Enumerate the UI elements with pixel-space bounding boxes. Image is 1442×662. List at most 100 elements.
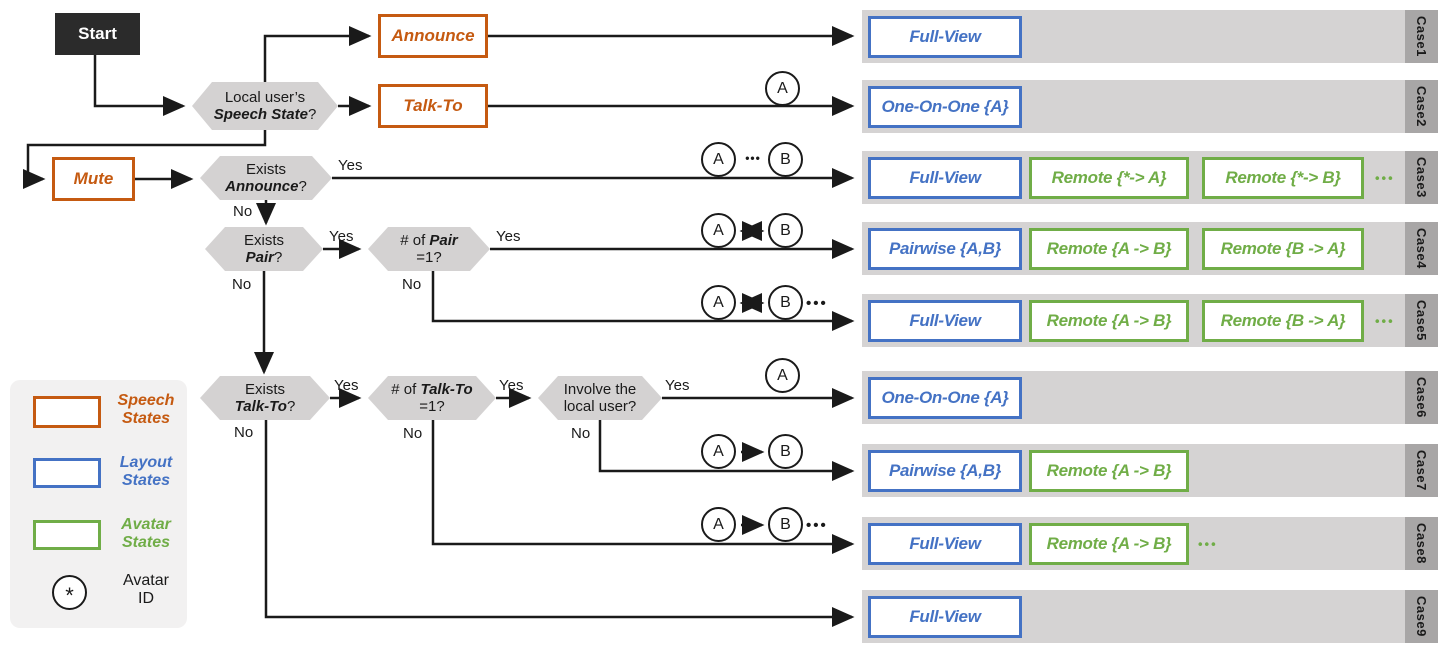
decision-text: Talk-To? bbox=[234, 398, 296, 415]
decision-exists-pair: Exists Pair? bbox=[205, 227, 323, 271]
avatar-states-swatch bbox=[33, 520, 101, 550]
case-9-body: Full-View bbox=[862, 590, 1405, 643]
layout-state-label: Pairwise {A,B} bbox=[888, 460, 1002, 480]
case-row-8: Full-View Remote {A -> B} ••• Case8 bbox=[862, 517, 1438, 570]
start-node: Start bbox=[55, 13, 140, 55]
edge-label-no: No bbox=[232, 276, 252, 293]
avatar-circle-b: B bbox=[768, 142, 803, 177]
case-tag-label: Case5 bbox=[1414, 300, 1429, 341]
avatar-circle-a: A bbox=[701, 434, 736, 469]
case-8-body: Full-View Remote {A -> B} ••• bbox=[862, 517, 1405, 570]
case-row-4: Pairwise {A,B} Remote {A -> B} Remote {B… bbox=[862, 222, 1438, 275]
remote-state-box: Remote {A -> B} bbox=[1029, 227, 1189, 270]
edge-label-no: No bbox=[403, 425, 423, 442]
layout-state-box: Full-View bbox=[868, 522, 1022, 565]
avatar-circle-a: A bbox=[701, 507, 736, 542]
more-avatars-ellipsis: ••• bbox=[806, 517, 828, 534]
decision-text: # of Pair bbox=[400, 231, 458, 249]
case-5-body: Full-View Remote {A -> B} Remote {B -> A… bbox=[862, 294, 1405, 347]
decision-text: Exists bbox=[245, 160, 286, 178]
case-tag-label: Case9 bbox=[1414, 596, 1429, 637]
edge-label-no: No bbox=[571, 425, 591, 442]
case-tag: Case4 bbox=[1405, 222, 1438, 275]
case-tag-label: Case6 bbox=[1414, 377, 1429, 418]
avatar-circle-b: B bbox=[768, 213, 803, 248]
layout-state-box: Pairwise {A,B} bbox=[868, 227, 1022, 270]
avatar-circle-a: A bbox=[701, 142, 736, 177]
avatar-circle-a: A bbox=[765, 358, 800, 393]
decision-num-pair: # of Pair =1? bbox=[368, 227, 490, 271]
more-avatars-ellipsis: ••• bbox=[806, 295, 828, 312]
avatar-circle-b: B bbox=[768, 434, 803, 469]
edge-label-yes: Yes bbox=[329, 228, 354, 245]
speech-state-announce: Announce bbox=[378, 14, 488, 58]
case-tag: Case5 bbox=[1405, 294, 1438, 347]
case-row-3: Full-View Remote {*-> A} Remote {*-> B} … bbox=[862, 151, 1438, 204]
case-tag-label: Case3 bbox=[1414, 157, 1429, 198]
remote-state-label: Remote {A -> B} bbox=[1046, 238, 1172, 258]
layout-state-label: Full-View bbox=[909, 167, 981, 187]
decision-text: =1? bbox=[416, 249, 442, 266]
case-tag: Case2 bbox=[1405, 80, 1438, 133]
decision-text: Pair? bbox=[245, 249, 283, 266]
case-row-5: Full-View Remote {A -> B} Remote {B -> A… bbox=[862, 294, 1438, 347]
case-tag: Case9 bbox=[1405, 590, 1438, 643]
case-row-9: Full-View Case9 bbox=[862, 590, 1438, 643]
decision-text: # of Talk-To bbox=[391, 380, 473, 398]
avatar-id-symbol: * bbox=[52, 575, 87, 610]
case-row-2: One-On-One {A} Case2 bbox=[862, 80, 1438, 133]
case-3-body: Full-View Remote {*-> A} Remote {*-> B} … bbox=[862, 151, 1405, 204]
layout-state-label: Full-View bbox=[909, 310, 981, 330]
layout-state-box: Pairwise {A,B} bbox=[868, 449, 1022, 492]
layout-state-box: Full-View bbox=[868, 15, 1022, 58]
decision-text: Speech State? bbox=[213, 106, 317, 123]
decision-speech-state: Local user’s Speech State? bbox=[192, 82, 338, 130]
layout-state-label: Full-View bbox=[909, 26, 981, 46]
decision-text: =1? bbox=[419, 398, 445, 415]
case-7-body: Pairwise {A,B} Remote {A -> B} bbox=[862, 444, 1405, 497]
layout-state-label: Full-View bbox=[909, 533, 981, 553]
decision-exists-talk-to: Exists Talk-To? bbox=[200, 376, 330, 420]
avatar-circle-a: A bbox=[701, 213, 736, 248]
layout-state-label: One-On-One {A} bbox=[881, 387, 1009, 407]
remote-state-label: Remote {B -> A} bbox=[1220, 310, 1346, 330]
decision-text: Exists bbox=[243, 231, 284, 249]
remote-state-label: Remote {*-> B} bbox=[1225, 167, 1341, 187]
layout-state-box: One-On-One {A} bbox=[868, 376, 1022, 419]
layout-state-label: One-On-One {A} bbox=[881, 96, 1009, 116]
case-4-body: Pairwise {A,B} Remote {A -> B} Remote {B… bbox=[862, 222, 1405, 275]
more-remotes-ellipsis: ••• bbox=[1198, 536, 1218, 551]
case-tag-label: Case8 bbox=[1414, 523, 1429, 564]
case-1-body: Full-View bbox=[862, 10, 1405, 63]
case-row-6: One-On-One {A} Case6 bbox=[862, 371, 1438, 424]
avatar-circle-a: A bbox=[701, 285, 736, 320]
decision-text: Involve the bbox=[563, 380, 637, 398]
case-tag-label: Case1 bbox=[1414, 16, 1429, 57]
avatar-circle-b: B bbox=[768, 507, 803, 542]
remote-state-label: Remote {A -> B} bbox=[1046, 533, 1172, 553]
decision-text: local user? bbox=[563, 398, 637, 415]
case-tag: Case8 bbox=[1405, 517, 1438, 570]
speech-states-swatch bbox=[33, 396, 101, 428]
case-6-body: One-On-One {A} bbox=[862, 371, 1405, 424]
case-tag-label: Case4 bbox=[1414, 228, 1429, 269]
remote-state-label: Remote {A -> B} bbox=[1046, 460, 1172, 480]
case-tag: Case6 bbox=[1405, 371, 1438, 424]
remote-state-box: Remote {A -> B} bbox=[1029, 522, 1189, 565]
edge-label-yes: Yes bbox=[496, 228, 521, 245]
more-remotes-ellipsis: ••• bbox=[1375, 313, 1395, 328]
speech-state-mute: Mute bbox=[52, 157, 135, 201]
remote-state-label: Remote {A -> B} bbox=[1046, 310, 1172, 330]
remote-state-label: Remote {*-> A} bbox=[1051, 167, 1167, 187]
remote-state-box: Remote {B -> A} bbox=[1202, 227, 1364, 270]
decision-involve-local-user: Involve the local user? bbox=[538, 376, 662, 420]
decision-text: Local user’s bbox=[224, 88, 306, 106]
case-tag: Case3 bbox=[1405, 151, 1438, 204]
layout-state-box: One-On-One {A} bbox=[868, 85, 1022, 128]
decision-exists-announce: Exists Announce? bbox=[200, 156, 332, 200]
case-tag-label: Case7 bbox=[1414, 450, 1429, 491]
